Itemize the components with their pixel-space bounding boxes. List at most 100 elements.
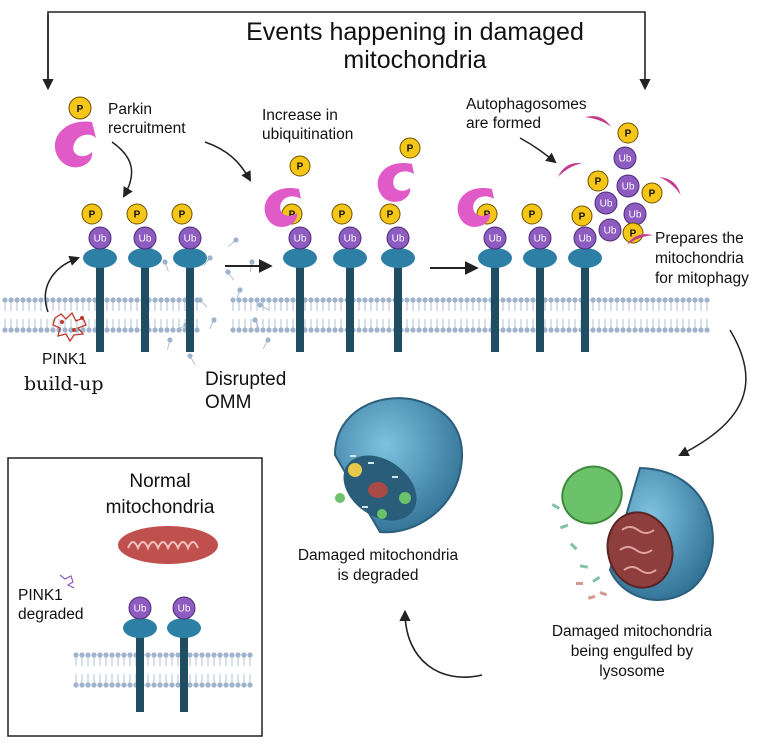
loose-lipid (225, 269, 235, 281)
label-parkin-1: Parkin (108, 101, 152, 118)
lipid-head (284, 297, 290, 303)
receptor-stalk (96, 260, 104, 352)
lipid-tail (228, 240, 235, 247)
receptor-stalk (141, 260, 149, 352)
label-disrupted-1: Disrupted (205, 369, 286, 390)
autophagosome-crescent (659, 177, 681, 195)
lipid-head (614, 297, 620, 303)
lipid-head (356, 327, 362, 333)
lipid-head (176, 297, 182, 303)
receptor-head (83, 248, 117, 268)
lipid-tail (203, 259, 210, 266)
lipid-head (121, 682, 127, 688)
lipid-tail (201, 301, 208, 308)
lipid-head (470, 297, 476, 303)
lipid-head (265, 337, 271, 343)
ubiquitin-circle (594, 191, 618, 215)
lipid-head (14, 327, 20, 333)
lipid-head (225, 269, 231, 275)
lipid-head (229, 652, 235, 658)
lipid-head (656, 297, 662, 303)
lipid-head (656, 327, 662, 333)
lipid-tail (262, 341, 268, 349)
lipid-head (199, 652, 205, 658)
parkin-protein (457, 187, 494, 227)
lipid-head (85, 652, 91, 658)
receptor-stalk (180, 630, 188, 712)
lipid-head (68, 327, 74, 333)
lipid-head (151, 652, 157, 658)
receptor-stalk (296, 260, 304, 352)
phospho-label: P (625, 129, 632, 140)
ubiquitin-circle (288, 226, 312, 250)
autophagosome-membrane (561, 465, 623, 525)
lipid-head (134, 297, 140, 303)
lipid-head (122, 297, 128, 303)
lipid-head (152, 297, 158, 303)
lipid-head (169, 652, 175, 658)
lipid-head (620, 327, 626, 333)
receptor-head (167, 618, 201, 638)
lipid-head (626, 327, 632, 333)
lipid-head (692, 297, 698, 303)
loose-lipid (209, 317, 217, 330)
lipid-head (2, 297, 8, 303)
lipid-head (590, 327, 596, 333)
lipid-head (32, 327, 38, 333)
lipid-head (308, 327, 314, 333)
normal-membrane (73, 652, 253, 688)
lipid-head (518, 327, 524, 333)
lipid-head (115, 682, 121, 688)
phospho-label: P (579, 212, 586, 223)
lipid-head (115, 652, 121, 658)
lipid-tail (177, 325, 185, 331)
lipid-head (410, 327, 416, 333)
phospho-label: P (297, 162, 304, 173)
lipid-tail (209, 321, 214, 330)
lipid-head (476, 327, 482, 333)
title-line-1: Events happening in damaged (246, 18, 584, 46)
lipid-head (554, 327, 560, 333)
lipid-head (698, 327, 704, 333)
arrow-to-engulf (678, 329, 747, 456)
lipid-head (560, 297, 566, 303)
lipid-head (368, 297, 374, 303)
ubiquitin-label: Ub (534, 234, 547, 245)
lipid-head (103, 652, 109, 658)
lipid-head (416, 297, 422, 303)
lipid-head (662, 297, 668, 303)
lipid-head (62, 327, 68, 333)
lipid-head (290, 327, 296, 333)
phospho-label: P (595, 177, 602, 188)
lipid-head (590, 297, 596, 303)
lipid-head (233, 237, 239, 243)
lipid-head (674, 327, 680, 333)
ubiquitin-circle (573, 226, 597, 250)
lipid-head (440, 297, 446, 303)
lipid-head (356, 297, 362, 303)
lipid-head (404, 327, 410, 333)
lipid-head (163, 652, 169, 658)
lipid-head (158, 297, 164, 303)
lipid-head (452, 297, 458, 303)
lipid-head (254, 297, 260, 303)
lipid-head (254, 327, 260, 333)
ubiquitin-label: Ub (579, 234, 592, 245)
lipid-head (662, 327, 668, 333)
lipid-head (175, 652, 181, 658)
lipid-head (338, 297, 344, 303)
ubiquitin-label: Ub (294, 234, 307, 245)
lipid-head (638, 327, 644, 333)
lipid-head (440, 327, 446, 333)
lipid-head (512, 297, 518, 303)
lipid-head (326, 297, 332, 303)
lipid-head (79, 652, 85, 658)
lipid-tail (236, 291, 240, 300)
phospho-label: P (649, 189, 656, 200)
phospho-circle (641, 182, 663, 204)
phospho-label: P (529, 210, 536, 221)
lipid-head (374, 297, 380, 303)
lipid-head (332, 327, 338, 333)
loose-lipid (162, 259, 169, 272)
normal-pink1-2: degraded (18, 606, 84, 623)
